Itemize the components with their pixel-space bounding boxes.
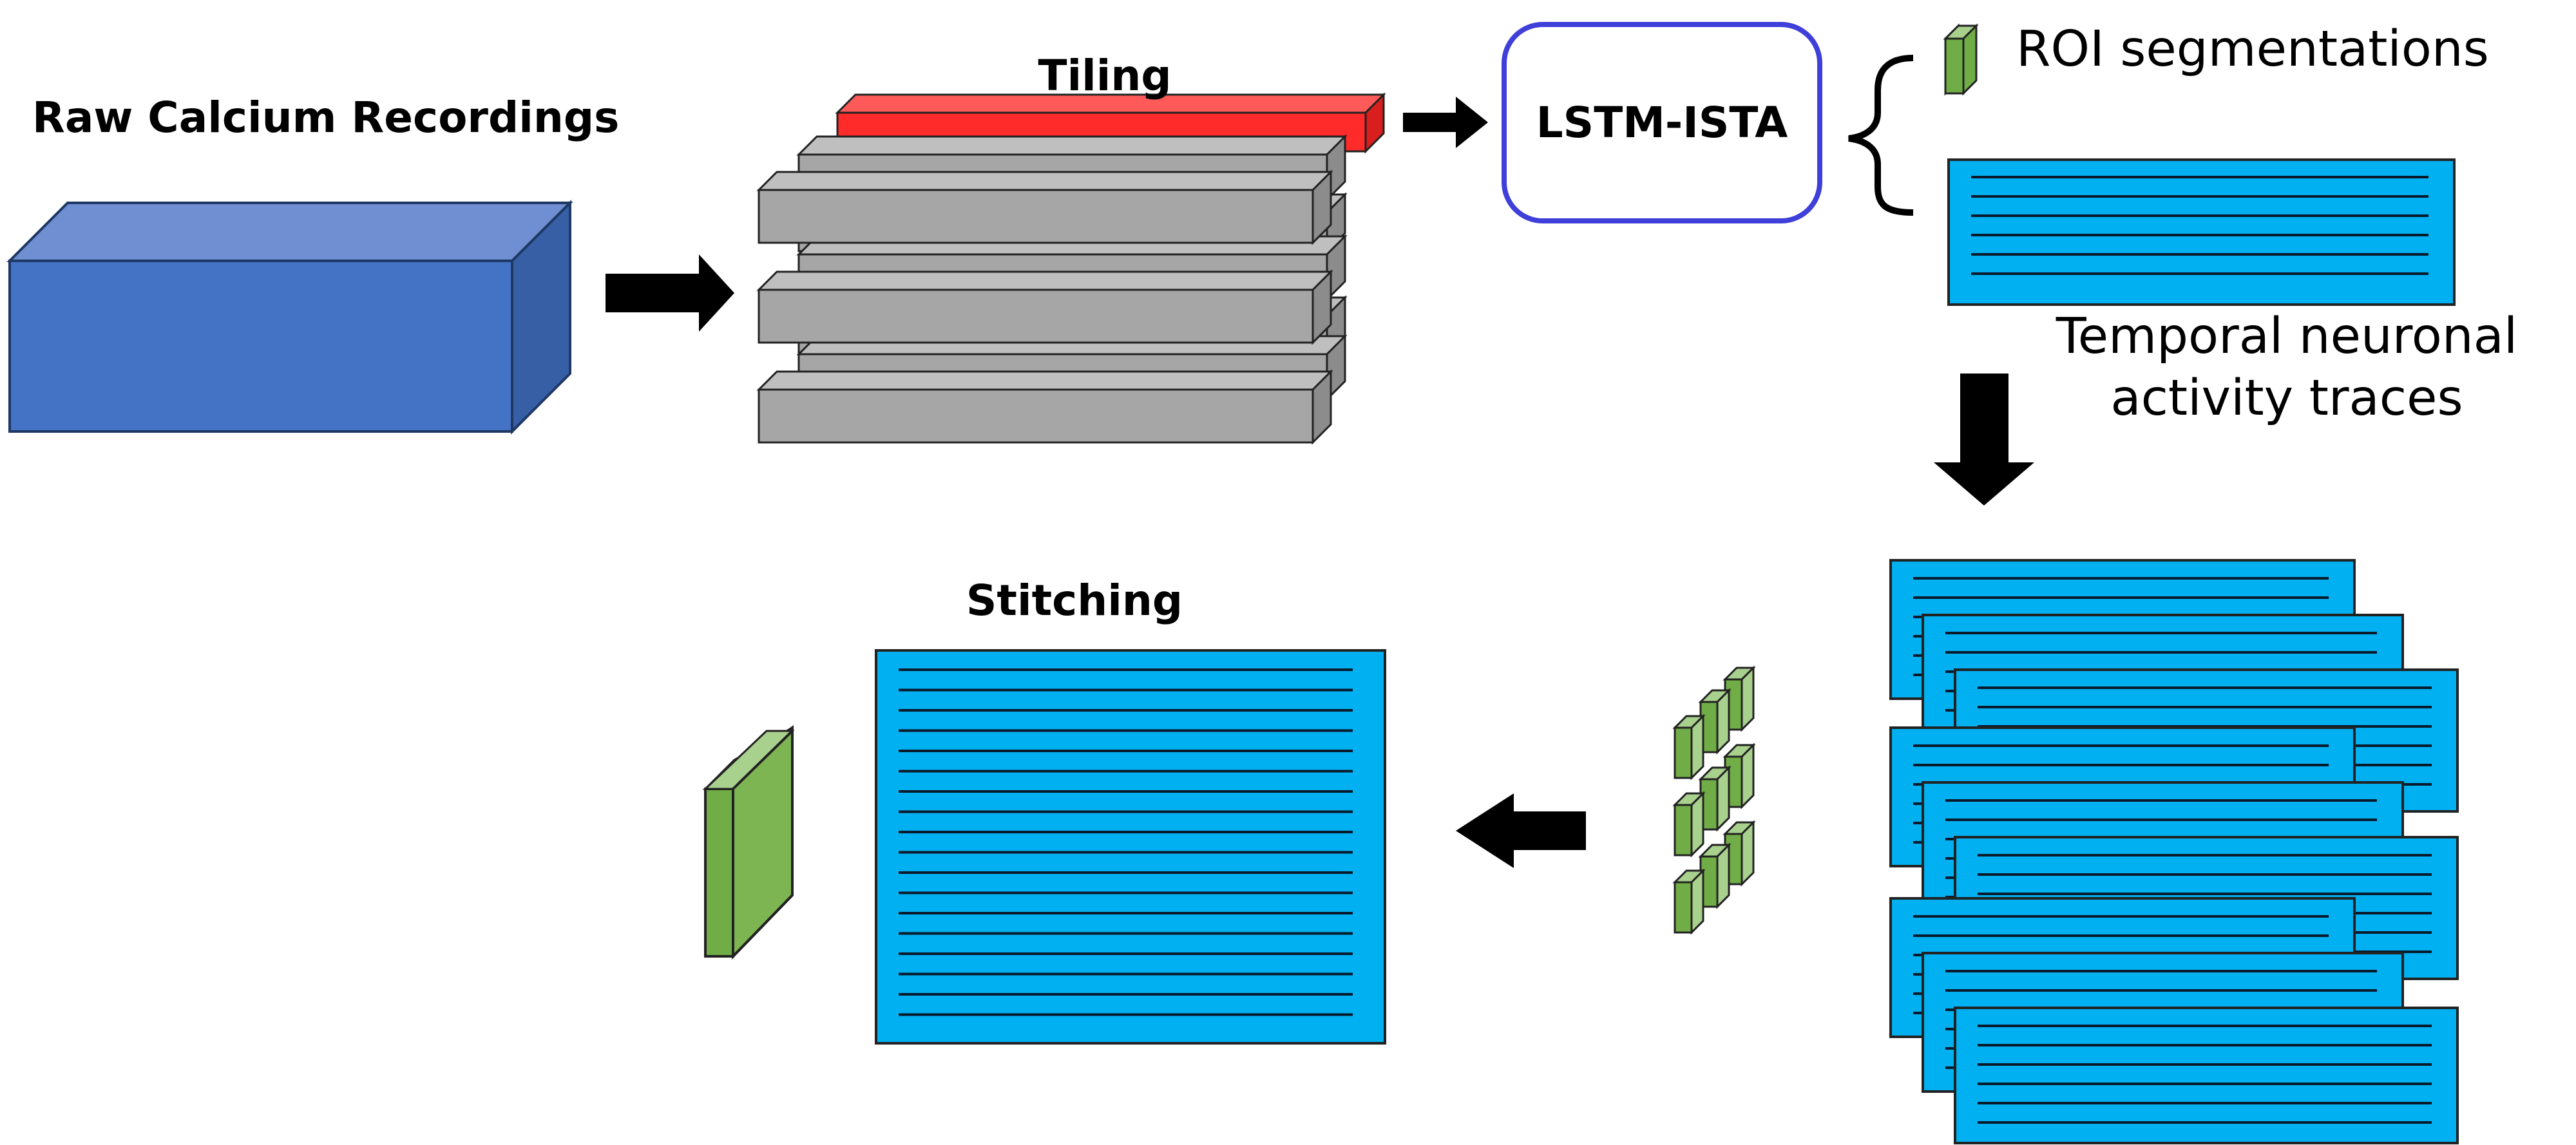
curly-brace [1848,55,1914,216]
tile-front-2 [756,269,1333,345]
raw-block-front [8,260,513,433]
temporal-traces-line-1: Temporal neuronal [2056,308,2518,365]
tile-front-1 [756,169,1333,245]
roi-cube-3 [1672,714,1706,781]
roi-label: ROI segmentations [2016,21,2489,78]
model-box [1502,22,1822,223]
tile-front-3-front [758,388,1314,444]
raw-recordings-block [6,200,573,435]
roi-cube-cluster [1672,665,1756,935]
roi-cube-7-side [1741,820,1755,887]
arrow-left [1456,793,1586,868]
stitching-label: Stitching [966,576,1183,625]
roi-cube-9-side [1690,868,1704,935]
roi-cube-2 [1698,688,1732,755]
temporal-trace-panel [1947,158,2456,306]
roi-cube-1-side [1741,665,1755,732]
raw-block-top [6,202,573,262]
roi-cube-9-front [1674,881,1693,934]
roi-cube-5 [1698,765,1732,832]
roi-cube-8 [1698,842,1732,909]
stitched-trace-panel [875,649,1386,1045]
roi-icon [1943,23,1979,96]
temporal-traces-label: Temporal neuronal activity traces [2056,306,2517,430]
roi-cube-2-side [1716,688,1730,755]
roi-cube-9 [1672,868,1706,935]
raw-recordings-label: Raw Calcium Recordings [32,93,620,142]
tiling-stack [756,92,1386,445]
roi-cube-8-side [1716,842,1730,909]
tile-front-1-front [758,189,1314,244]
roi-cube-6-front [1674,804,1693,856]
arrow-down [1934,374,2034,506]
temporal-traces-line-2: activity traces [2110,370,2463,428]
roi-cube-3-front [1674,726,1693,779]
tile-mid-1-top [796,135,1348,156]
tile-front-2-front [758,289,1314,344]
stacked-trace-panels [1889,559,2459,1144]
tile-front-2-top [756,270,1333,291]
roi-cube-5-side [1716,765,1730,832]
stacked-panel-9 [1954,1007,2459,1144]
tile-front-3 [756,369,1333,445]
tiling-label: Tiling [1038,51,1172,100]
roi-cube-6 [1672,791,1706,858]
model-label: LSTM-ISTA [1536,98,1788,147]
tile-front-1-top [756,171,1333,191]
stitched-roi-block [702,725,795,960]
arrow-raw-to-tiling [606,254,734,332]
roi-cube-3-side [1690,714,1704,781]
roi-cube-6-side [1690,791,1704,858]
arrow-tiling-to-model [1403,97,1488,148]
tile-front-3-top [756,370,1333,391]
roi-cube-4-side [1741,743,1755,809]
stacked-panel-9-bg [1954,1007,2459,1144]
